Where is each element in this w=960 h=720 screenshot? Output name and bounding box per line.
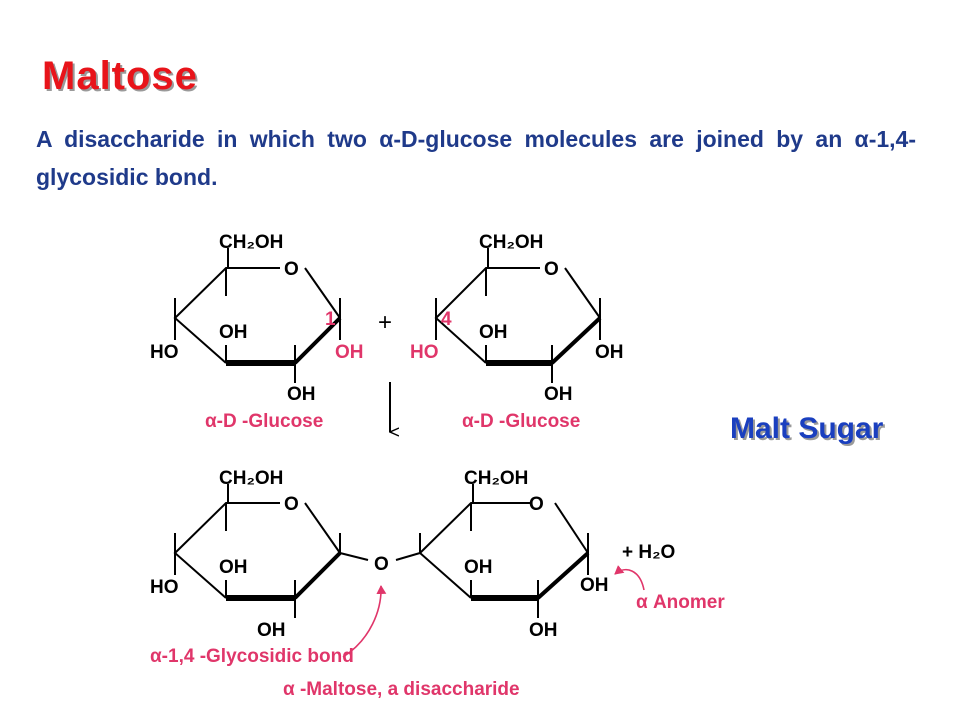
ring-oxygen-label: O <box>284 494 299 515</box>
glucose-right-label: α-D -Glucose <box>462 411 580 432</box>
hydroxyl-label: OH <box>464 557 493 578</box>
ring-oxygen-label: O <box>529 494 544 515</box>
hydroxyl-label: OH <box>219 322 248 343</box>
ch2oh-label: CH₂OH <box>464 468 528 489</box>
hydroxyl-label: OH <box>257 620 286 641</box>
glycosidic-bond-label: α-1,4 -Glycosidic bond <box>150 646 354 667</box>
anomer-label: α Anomer <box>636 592 725 613</box>
carbon-1-label: 1 <box>325 309 336 330</box>
water-label: + H₂O <box>622 542 675 563</box>
glycosidic-oxygen-label: O <box>374 554 389 575</box>
slide-description: A disaccharide in which two α-D-glucose … <box>36 126 916 190</box>
glucose-left-label: α-D -Glucose <box>205 411 323 432</box>
malt-sugar-label: Malt Sugar <box>730 412 884 445</box>
hydroxyl-label: OH <box>529 620 558 641</box>
ch2oh-label: CH₂OH <box>219 232 283 253</box>
maltose-structure <box>173 484 590 618</box>
anomeric-hydroxyl-label: OH <box>335 342 364 363</box>
glucose-right-structure <box>434 248 602 383</box>
hydroxyl-label: OH <box>544 384 573 405</box>
ring-oxygen-label: O <box>284 259 299 280</box>
hydroxyl-label: OH <box>595 342 624 363</box>
hydroxyl-left-label: HO <box>410 342 439 363</box>
hydroxyl-left-label: HO <box>150 577 179 598</box>
carbon-4-label: 4 <box>441 309 452 330</box>
anomer-arrow <box>614 565 645 591</box>
ch2oh-label: CH₂OH <box>479 232 543 253</box>
anomeric-hydroxyl-label: OH <box>580 575 609 596</box>
glycosidic-bond-arrow <box>342 585 387 658</box>
ch2oh-label: CH₂OH <box>219 468 283 489</box>
hydroxyl-label: OH <box>479 322 508 343</box>
hydroxyl-label: OH <box>219 557 248 578</box>
glucose-left-structure <box>173 248 342 383</box>
slide-title: Maltose <box>42 54 198 98</box>
maltose-label: α -Maltose, a disaccharide <box>283 679 520 700</box>
hydroxyl-label: OH <box>287 384 316 405</box>
plus-sign: + <box>378 309 392 336</box>
ring-oxygen-label: O <box>544 259 559 280</box>
hydroxyl-left-label: HO <box>150 342 179 363</box>
